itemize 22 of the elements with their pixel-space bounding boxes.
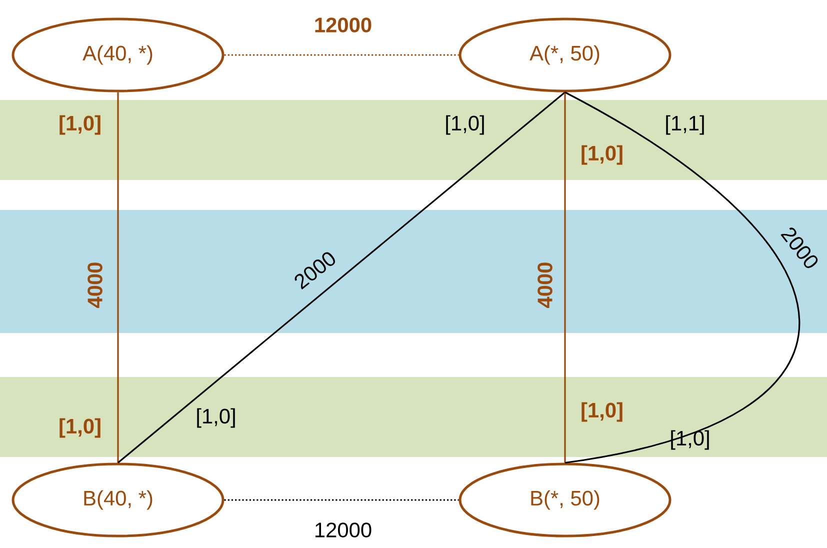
end-label: [1,0] xyxy=(60,418,100,438)
edge-label: 12000 xyxy=(316,522,372,538)
end-label: [1,0] xyxy=(582,402,622,422)
end-label: [1,0] xyxy=(60,115,100,135)
end-label: [1,1] xyxy=(666,115,704,135)
connector-line xyxy=(224,54,459,56)
ellipse-node: A(*, 50) xyxy=(458,18,672,92)
connector-line xyxy=(118,92,566,464)
end-label: [1,0] xyxy=(446,115,484,135)
edge-label: 4000 xyxy=(88,262,102,308)
ellipse-node: B(40, *) xyxy=(12,462,224,538)
ellipse-node: B(*, 50) xyxy=(458,462,672,538)
connector-line xyxy=(564,92,800,464)
end-label: [1,0] xyxy=(671,430,709,450)
edge-label: 4000 xyxy=(538,262,552,308)
end-label: [1,0] xyxy=(197,408,235,428)
connector-line xyxy=(117,92,119,463)
connector-line xyxy=(224,499,459,501)
ellipse-node: A(40, *) xyxy=(12,18,224,92)
end-label: [1,0] xyxy=(582,145,622,165)
connector-line xyxy=(564,92,566,463)
edge-label: 12000 xyxy=(315,18,372,32)
